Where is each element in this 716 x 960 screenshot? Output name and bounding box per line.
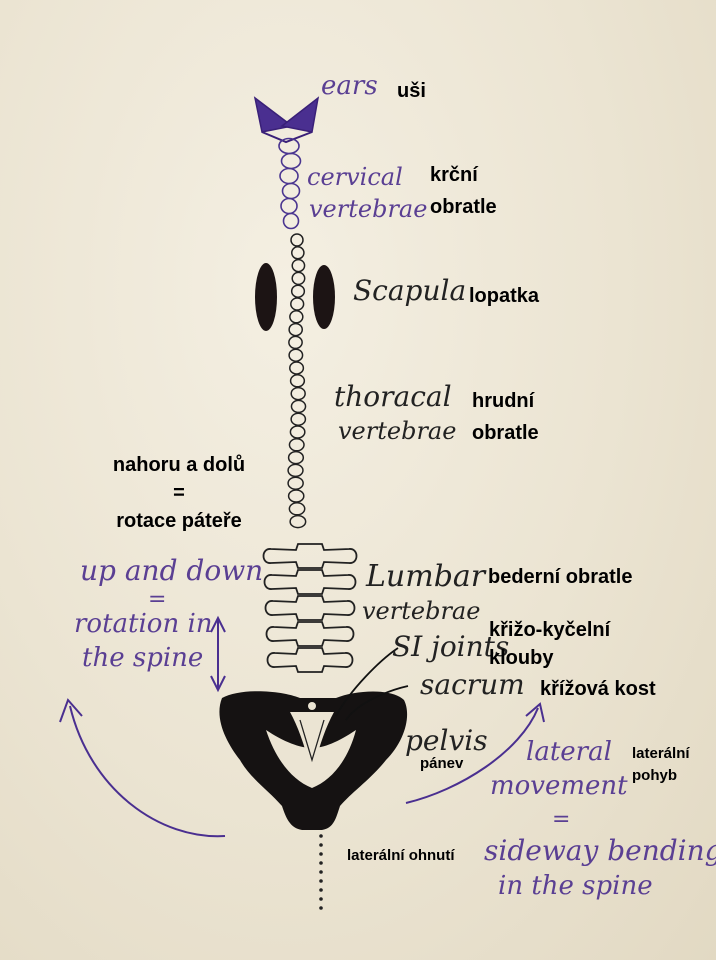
thoracic-vertebra bbox=[288, 348, 304, 362]
thoracic-vertebra bbox=[287, 476, 304, 490]
thoracic-vertebra bbox=[289, 425, 306, 439]
lumbar-vertebra bbox=[264, 595, 356, 621]
ears-label-en: ears bbox=[321, 71, 378, 101]
ears-label-cz: uši bbox=[397, 80, 426, 102]
cervical-vertebra bbox=[280, 152, 302, 170]
cervical-label-cz-1: krční bbox=[430, 164, 478, 186]
thoracic-vertebra bbox=[290, 399, 307, 414]
coccyx-dot bbox=[319, 879, 323, 883]
lumbar-label-en-2: vertebrae bbox=[362, 597, 481, 625]
si-joints-label-cz-1: křižo-kyčelní bbox=[489, 619, 611, 641]
bending-label-en-1: sideway bending bbox=[484, 834, 716, 867]
thoracic-vertebra bbox=[288, 502, 306, 516]
thoracic-vertebra bbox=[289, 310, 304, 324]
si-joints-label-cz-2: klouby bbox=[489, 647, 554, 669]
thoracic-vertebra bbox=[287, 450, 305, 465]
thoracic-vertebra bbox=[288, 322, 304, 337]
coccyx-dot bbox=[319, 852, 323, 856]
lateral-label-en-3: = bbox=[552, 807, 571, 832]
ears-drawing bbox=[253, 96, 320, 144]
rotation-label-cz-2: = bbox=[173, 482, 185, 504]
thoracic-vertebra bbox=[291, 258, 306, 273]
lumbar-label-en-1: Lumbar bbox=[366, 559, 486, 594]
thoracic-label-cz-1: hrudní bbox=[472, 390, 535, 412]
thoracic-vertebra bbox=[290, 412, 307, 426]
cervical-vertebra bbox=[282, 212, 300, 230]
cervical-label-en-2: vertebrae bbox=[309, 195, 428, 223]
thoracic-label-cz-2: obratle bbox=[472, 422, 539, 444]
sacrum-label-en: sacrum bbox=[420, 668, 525, 701]
lumbar-vertebra bbox=[265, 621, 355, 647]
rotation-label-en-2: = bbox=[148, 587, 167, 612]
rotation-label-en-3: rotation in bbox=[74, 609, 213, 639]
thoracic-vertebra bbox=[291, 271, 306, 286]
lateral-label-cz-1: laterální bbox=[632, 745, 690, 762]
cervical-vertebrae-drawing bbox=[278, 137, 302, 230]
thoracic-vertebra bbox=[288, 438, 305, 452]
right-curved-arrow bbox=[405, 702, 545, 804]
rotation-label-en-1: up and down bbox=[80, 554, 264, 587]
thoracic-vertebra bbox=[288, 335, 303, 350]
coccyx-dots-drawing bbox=[319, 834, 323, 910]
lumbar-vertebra bbox=[266, 647, 354, 673]
scapula-label-en: Scapula bbox=[353, 274, 467, 307]
cervical-vertebra bbox=[281, 182, 301, 200]
thoracic-vertebra bbox=[290, 284, 306, 298]
coccyx-dot bbox=[319, 888, 323, 892]
lumbar-vertebra bbox=[262, 543, 358, 569]
left-curved-arrow bbox=[59, 698, 226, 838]
thoracic-vertebra bbox=[289, 374, 306, 388]
thoracic-vertebra bbox=[291, 246, 305, 260]
thoracic-label-en-1: thoracal bbox=[334, 380, 452, 413]
coccyx-dot bbox=[319, 834, 323, 838]
lumbar-vertebrae-drawing bbox=[262, 543, 358, 673]
scapula-label-cz: lopatka bbox=[469, 285, 540, 307]
lateral-label-cz-2: pohyb bbox=[632, 767, 677, 784]
cervical-vertebra bbox=[279, 167, 299, 185]
thoracic-vertebra bbox=[289, 514, 307, 529]
up-down-arrow bbox=[210, 615, 226, 693]
rotation-label-cz-1: nahoru a dolů bbox=[112, 454, 246, 476]
thoracic-vertebra bbox=[287, 489, 305, 503]
left-scapula-drawing bbox=[255, 263, 277, 331]
rotation-label-cz-3: rotace páteře bbox=[116, 510, 242, 532]
coccyx-dot bbox=[319, 906, 323, 910]
rotation-label-en-4: the spine bbox=[82, 643, 204, 673]
thoracic-vertebra bbox=[290, 233, 304, 247]
thoracic-vertebrae-drawing bbox=[287, 233, 307, 529]
bending-label-cz: laterální ohnutí bbox=[347, 847, 455, 864]
thoracic-vertebra bbox=[289, 361, 305, 375]
lateral-label-en-1: lateral bbox=[526, 737, 612, 767]
thoracic-vertebra bbox=[287, 463, 304, 478]
coccyx-dot bbox=[319, 843, 323, 847]
pelvis-label-cz: pánev bbox=[420, 755, 464, 772]
cervical-label-cz-2: obratle bbox=[430, 196, 497, 218]
lumbar-label-cz: bederní obratle bbox=[488, 566, 633, 588]
thoracic-vertebra bbox=[290, 297, 305, 311]
pelvis-drawing bbox=[219, 691, 408, 830]
thoracic-vertebra bbox=[290, 386, 306, 401]
coccyx-dot bbox=[319, 870, 323, 874]
si-joints-label-en: SI joints bbox=[392, 630, 510, 663]
coccyx-dot bbox=[319, 897, 323, 901]
pointer-lines bbox=[335, 647, 409, 721]
thoracic-label-en-2: vertebrae bbox=[338, 417, 457, 445]
lateral-label-en-2: movement bbox=[490, 771, 628, 801]
pelvis-label-en: pelvis bbox=[405, 724, 488, 757]
sacrum-label-cz: křížová kost bbox=[540, 678, 656, 700]
right-scapula-drawing bbox=[313, 265, 335, 329]
lumbar-vertebra bbox=[263, 569, 357, 595]
coccyx-dot bbox=[319, 861, 323, 865]
cervical-vertebra bbox=[280, 197, 298, 215]
cervical-label-en-1: cervical bbox=[307, 163, 403, 191]
bending-label-en-2: in the spine bbox=[498, 871, 653, 901]
